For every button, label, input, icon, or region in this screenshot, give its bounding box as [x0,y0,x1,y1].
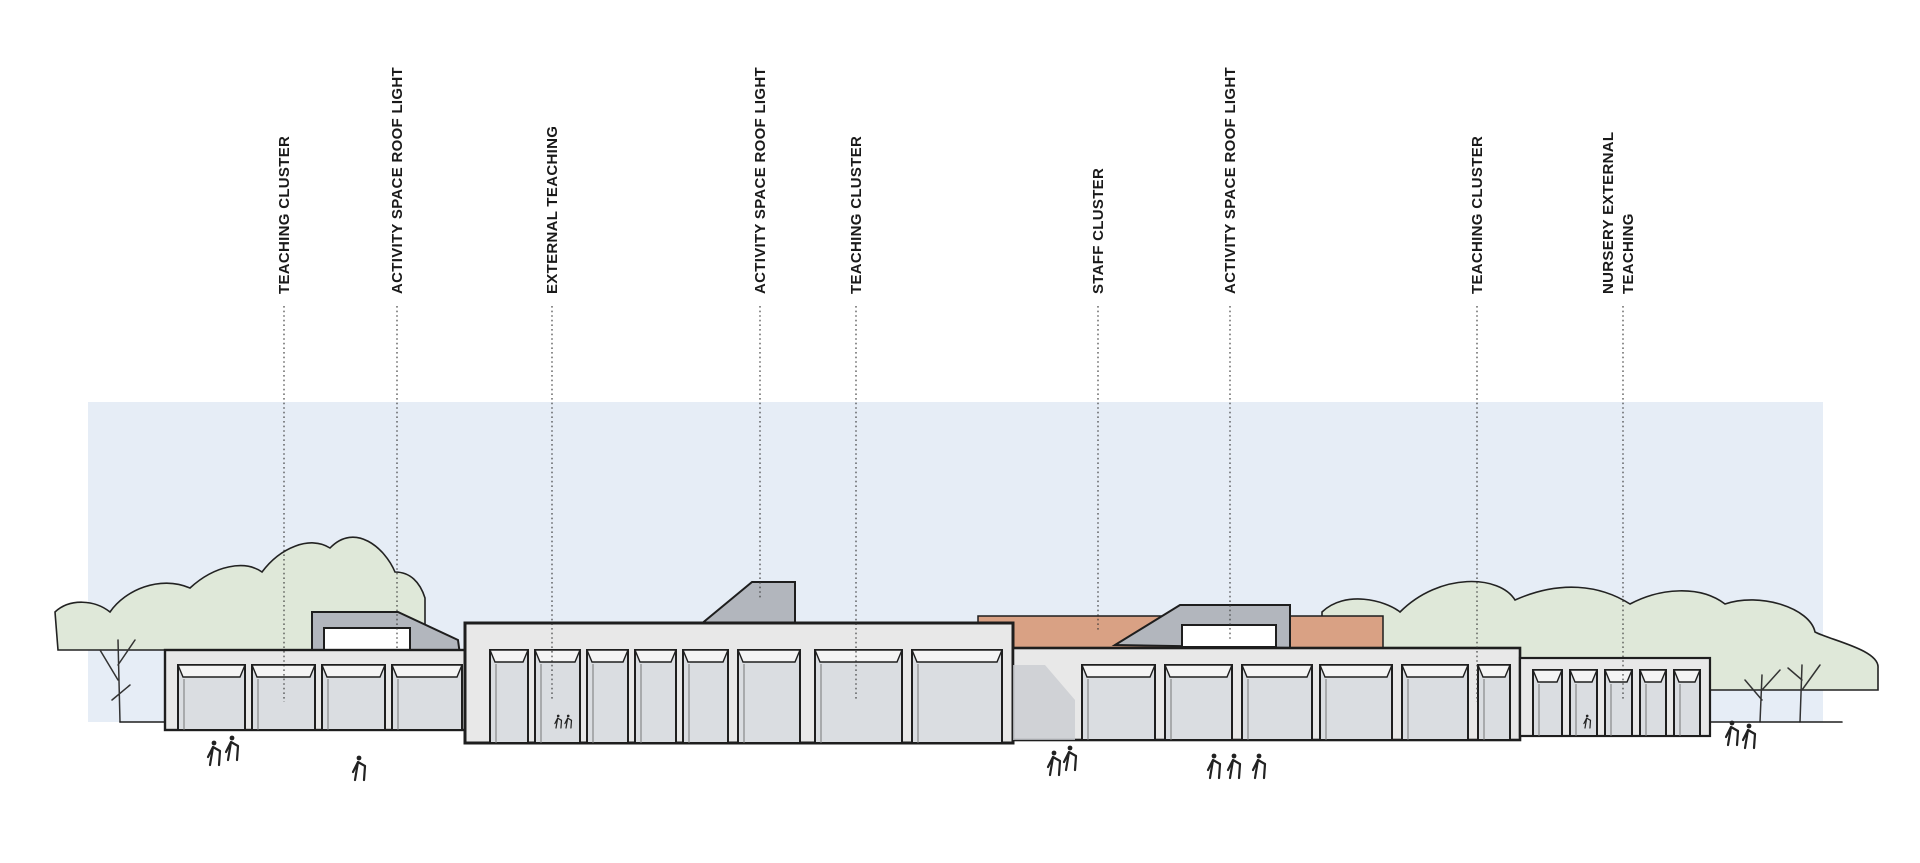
person-head [1051,750,1057,756]
facade-bay [737,649,801,744]
person-figure [1251,753,1267,780]
roof-light-3-window [1181,624,1277,648]
bay-reveal [736,649,802,663]
person-figure [564,714,573,729]
person-head [1746,723,1752,729]
bay-reveal [681,649,730,663]
bay-reveal [320,664,387,678]
person-head [1067,745,1073,751]
person-head [1231,753,1237,759]
person-body [554,717,563,729]
bay-reveal [176,664,247,678]
person-figure [1724,720,1740,747]
label-staff-cluster: STAFF CLUSTER [1090,168,1107,294]
facade-bay [682,649,729,744]
person-body [1724,725,1740,747]
facade-bay [911,649,1003,744]
bay-reveal [1568,669,1599,683]
bay-reveal [390,664,464,678]
person-head [229,735,235,741]
person-body [206,745,222,767]
people-figures [206,714,1757,782]
person-figure [1583,714,1592,729]
bay-reveal [1603,669,1634,683]
bare-tree-right-1 [1744,669,1781,723]
person-body [1583,717,1592,729]
person-head [211,740,217,746]
facade-bays [176,649,1702,744]
person-head [556,714,560,718]
bay-reveal [488,649,530,663]
person-figure [206,740,222,767]
person-figure [1062,745,1078,772]
person-figure [1226,753,1242,780]
person-body [224,740,240,762]
person-body [1206,758,1222,780]
facade-bay [534,649,581,744]
label-teaching-cluster-1: TEACHING CLUSTER [276,136,293,294]
person-body [564,717,573,729]
bay-reveal [1240,664,1314,678]
facade-bay [634,649,677,744]
person-body [1062,750,1078,772]
person-body [1741,728,1757,750]
person-head [356,755,362,761]
bay-reveal [533,649,582,663]
bay-reveal [1531,669,1564,683]
label-nursery-external-line1: NURSERY EXTERNAL [1600,132,1617,294]
person-head [566,714,570,718]
bay-reveal [1476,664,1512,678]
bay-reveal [1400,664,1470,678]
bay-reveal [1672,669,1702,683]
person-head [1256,753,1262,759]
person-figure [351,755,367,782]
bare-tree-right-2 [1787,664,1821,723]
bay-reveal [1638,669,1668,683]
person-figure [554,714,563,729]
person-head [1211,753,1217,759]
bay-reveal [1080,664,1157,678]
bay-reveal [1318,664,1394,678]
facade-bay [814,649,903,744]
person-body [351,760,367,782]
roof-elements [311,581,1384,656]
bare-tree-left [99,639,136,723]
label-teaching-cluster-2: TEACHING CLUSTER [848,136,865,294]
person-figure [1741,723,1757,750]
person-figure [224,735,240,762]
label-activity-roof-light-2: ACTIVITY SPACE ROOF LIGHT [752,67,769,294]
bay-reveal [633,649,678,663]
label-nursery-external-line2: TEACHING [1620,213,1637,294]
annotation-labels: TEACHING CLUSTER ACTIVITY SPACE ROOF LIG… [276,67,1637,294]
label-activity-roof-light-1: ACTIVITY SPACE ROOF LIGHT [389,67,406,294]
person-body [1046,755,1062,777]
person-figure [1046,750,1062,777]
label-leaders [283,306,1624,702]
bay-reveal [813,649,904,663]
person-head [1585,714,1589,718]
bay-reveal [1163,664,1234,678]
person-figure [1206,753,1222,780]
label-external-teaching: EXTERNAL TEACHING [544,126,561,294]
bay-reveal [585,649,630,663]
person-head [1729,720,1735,726]
roof-light-1-window [323,627,411,653]
label-teaching-cluster-3: TEACHING CLUSTER [1469,136,1486,294]
bay-reveal [910,649,1004,663]
person-body [1251,758,1267,780]
entrance-shadow [1013,665,1075,740]
person-body [1226,758,1242,780]
label-activity-roof-light-3: ACTIVITY SPACE ROOF LIGHT [1222,67,1239,294]
